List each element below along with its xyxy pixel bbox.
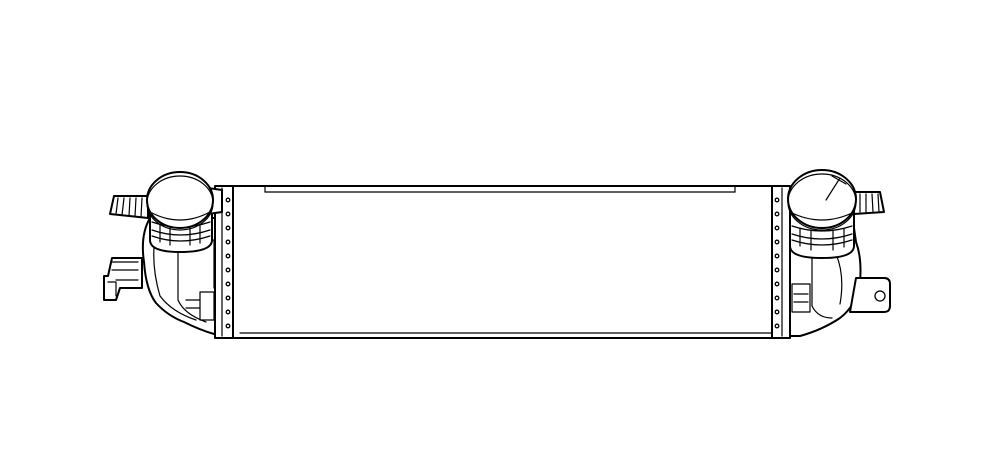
left-inlet-cap — [146, 171, 214, 231]
intercooler-core — [232, 185, 781, 339]
left-lower-bracket — [103, 257, 143, 301]
right-mounting-ear — [849, 277, 891, 313]
right-upper-clip — [853, 191, 885, 215]
left-upper-clip — [109, 195, 149, 219]
right-outlet-cap — [787, 169, 857, 231]
